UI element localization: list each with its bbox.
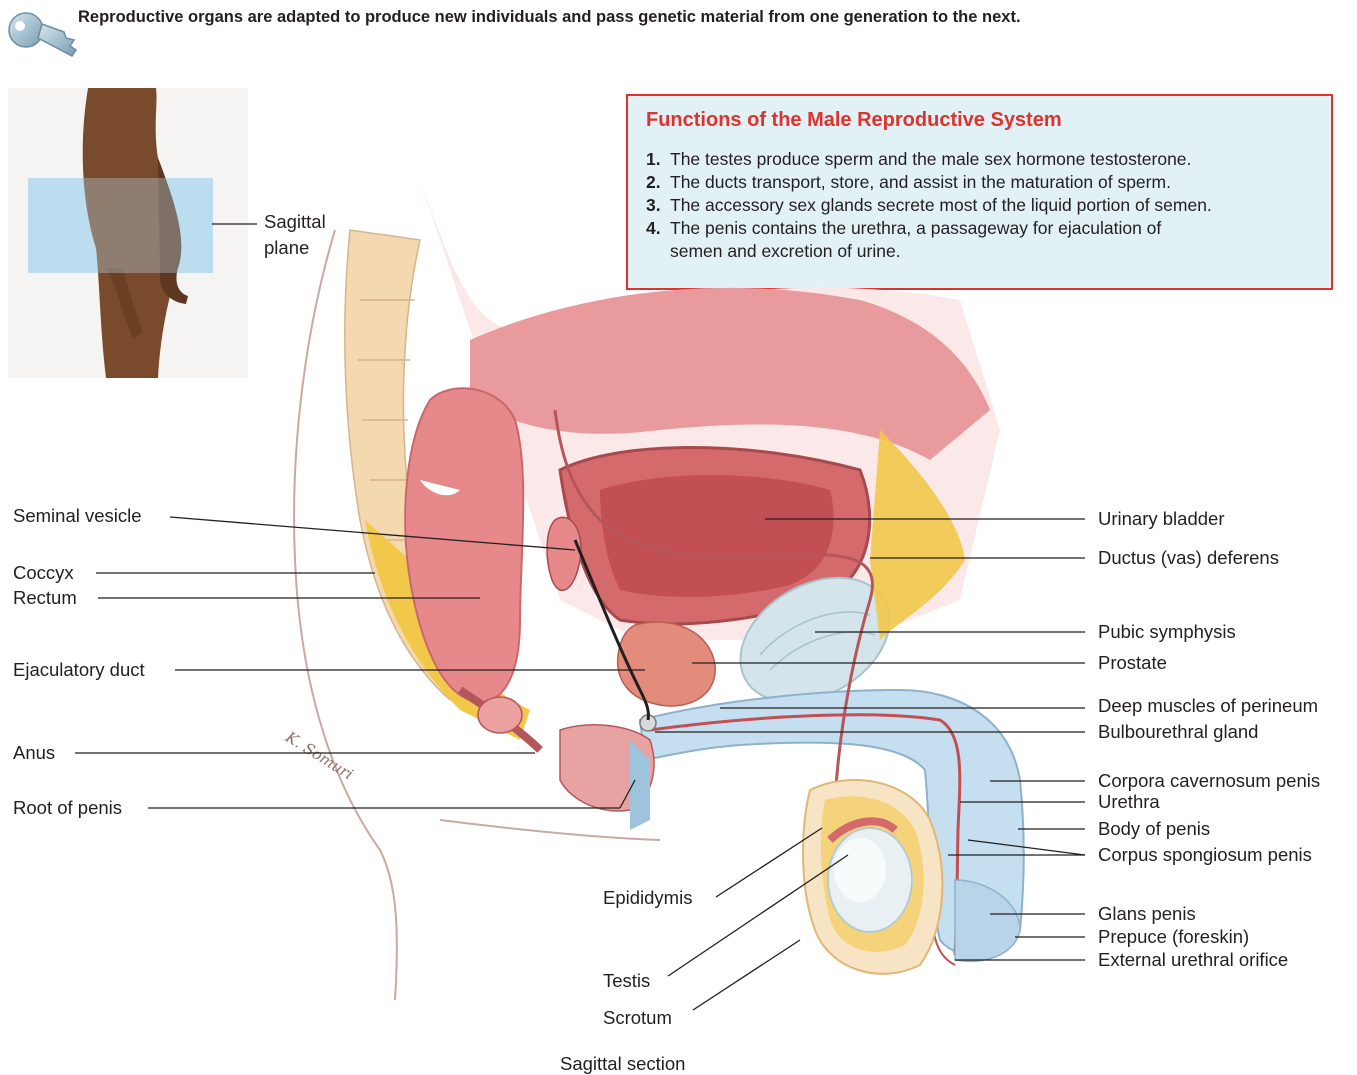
label-anus: Anus: [13, 744, 55, 763]
label-corpora-cavernosum: Corpora cavernosum penis: [1098, 772, 1320, 791]
label-coccyx: Coccyx: [13, 564, 74, 583]
label-rectum: Rectum: [13, 589, 77, 608]
label-urethra: Urethra: [1098, 793, 1160, 812]
figure-caption: Sagittal section: [560, 1055, 685, 1074]
label-bulbourethral-gland: Bulbourethral gland: [1098, 723, 1258, 742]
label-scrotum: Scrotum: [603, 1009, 672, 1028]
label-root-of-penis: Root of penis: [13, 799, 122, 818]
label-glans-penis: Glans penis: [1098, 905, 1196, 924]
label-ejaculatory-duct: Ejaculatory duct: [13, 661, 145, 680]
label-deep-muscles: Deep muscles of perineum: [1098, 697, 1318, 716]
label-urinary-bladder: Urinary bladder: [1098, 510, 1224, 529]
label-seminal-vesicle: Seminal vesicle: [13, 507, 142, 526]
label-prepuce: Prepuce (foreskin): [1098, 928, 1249, 947]
label-testis: Testis: [603, 972, 650, 991]
label-prostate: Prostate: [1098, 654, 1167, 673]
label-corpus-spongiosum: Corpus spongiosum penis: [1098, 846, 1312, 865]
label-external-urethral-orifice: External urethral orifice: [1098, 951, 1288, 970]
label-body-of-penis: Body of penis: [1098, 820, 1210, 839]
label-epididymis: Epididymis: [603, 889, 692, 908]
label-ductus-deferens: Ductus (vas) deferens: [1098, 549, 1279, 568]
label-pubic-symphysis: Pubic symphysis: [1098, 623, 1236, 642]
